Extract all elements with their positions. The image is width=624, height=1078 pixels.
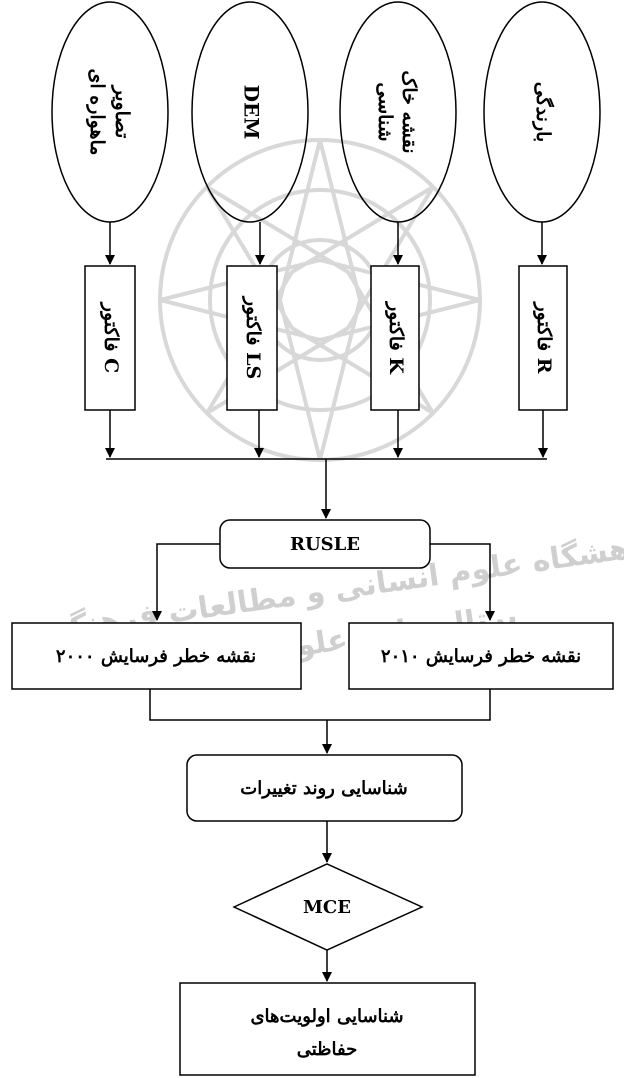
map-2000-box: نقشه خطر فرسایش ۲۰۰۰	[11, 622, 302, 690]
connectors-factors	[105, 410, 548, 519]
input-dem-label: DEM	[240, 85, 264, 140]
trend-label: شناسایی روند تغییرات	[240, 778, 407, 799]
connectors-rusle	[152, 543, 495, 621]
factor-c-label: فاکتور C	[100, 301, 122, 373]
input-dem: DEM	[191, 1, 309, 223]
factor-r-label: فاکتور R	[533, 300, 555, 373]
input-images-line2: ماهواره ای	[86, 69, 108, 156]
factor-ls-box: فاکتور LS	[226, 265, 278, 411]
trend-box: شناسایی روند تغییرات	[186, 754, 463, 822]
factor-ls-label: فاکتور LS	[242, 295, 264, 379]
rusle-label: RUSLE	[290, 534, 360, 555]
input-satellite-images: تصاویر ماهواره ای	[51, 1, 169, 223]
priorities-box: شناسایی اولویت‌های حفاظتی	[179, 982, 476, 1076]
input-soil-map-line1: نقشه خاک	[398, 70, 420, 153]
input-rainfall-label: بارندگی	[532, 82, 555, 142]
connectors-maps	[149, 689, 491, 754]
priorities-line2: حفاظتی	[297, 1039, 357, 1060]
factor-k-box: فاکتور K	[370, 265, 420, 411]
input-rainfall: بارندگی	[483, 1, 601, 223]
map-2010-box: نقشه خطر فرسایش ۲۰۱۰	[348, 622, 614, 690]
priorities-line1: شناسایی اولویت‌های	[250, 1006, 403, 1027]
connectors-inputs	[105, 222, 547, 265]
mce-label: MCE	[303, 897, 351, 918]
input-soil-map-line2: شناسی	[374, 82, 396, 141]
factor-r-box: فاکتور R	[518, 265, 568, 411]
input-soil-map: نقشه خاک شناسی	[339, 1, 457, 223]
mce-diamond: MCE	[232, 863, 424, 951]
factor-c-box: فاکتور C	[84, 265, 136, 411]
factor-k-label: فاکتور K	[385, 300, 407, 375]
input-images-line1: تصاویر	[111, 84, 133, 139]
rusle-box: RUSLE	[219, 519, 431, 569]
map-2010-label: نقشه خطر فرسایش ۲۰۱۰	[381, 646, 581, 667]
map-2000-label: نقشه خطر فرسایش ۲۰۰۰	[56, 646, 256, 667]
